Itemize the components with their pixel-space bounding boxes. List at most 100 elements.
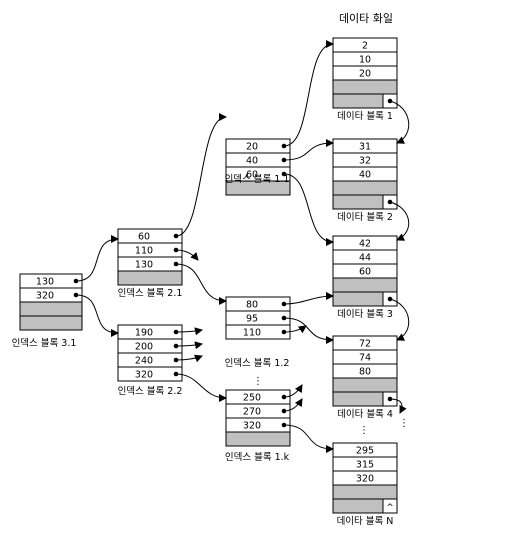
arrow-3.1-to-2.1: [75, 235, 119, 282]
index-key: 80: [246, 300, 258, 311]
chain-d1-to-d2: [389, 100, 410, 144]
pointer-stub: [175, 341, 203, 350]
index-block-label: 인덱스 블록 3.1: [12, 338, 77, 349]
data-block-label: 데이타 블록 3: [337, 309, 393, 320]
index-key: 95: [246, 314, 258, 325]
record-key: 295: [356, 446, 374, 457]
empty-record-cell: [332, 291, 384, 307]
data-block-label: 데이타 블록 1: [337, 111, 393, 122]
empty-record-cell: [332, 498, 384, 514]
pointer-stub: [283, 384, 303, 398]
index-block-b21: 60 110 130 인덱스 블록 2.1: [117, 228, 183, 299]
index-key: 40: [246, 156, 258, 167]
record-key: 80: [359, 367, 371, 378]
ellipsis-edge: ⋮: [399, 418, 409, 429]
arrow-1.2-to-d3: [283, 292, 334, 305]
data-block-dN: 295 315 320 ^ 데이타 블록 N: [332, 442, 398, 527]
empty-entry-cell: [225, 180, 291, 196]
empty-record-cell: [332, 194, 384, 210]
record-key: 31: [359, 142, 371, 153]
index-key: 110: [243, 328, 261, 339]
empty-entry-cell: [19, 315, 83, 331]
record-key: 315: [356, 460, 374, 471]
index-block-label: 인덱스 블록 2.2: [118, 386, 183, 397]
data-block-d4: 72 74 80 데이타 블록 4: [332, 335, 398, 420]
record-key: 44: [359, 253, 371, 264]
record-key: 40: [359, 170, 371, 181]
record-key: 320: [356, 474, 374, 485]
next-block-pointer-cell: [382, 498, 398, 514]
empty-record-cell: [332, 93, 384, 109]
index-key: 270: [243, 407, 261, 418]
empty-record-cell: [332, 180, 398, 196]
ellipsis-data: ⋮: [359, 425, 369, 436]
arrow-2.2-to-1.k: [175, 373, 227, 402]
arrow-1.k-to-dN: [283, 424, 334, 453]
index-key: 320: [135, 370, 153, 381]
record-key: 32: [359, 156, 371, 167]
arrow-2.1-to-1.2: [175, 263, 227, 305]
arrow-3.1-to-2.2: [75, 294, 119, 337]
record-key: 60: [359, 267, 371, 278]
data-block-label: 데이타 블록 2: [337, 212, 393, 223]
chain-d4-continuation: [389, 398, 407, 414]
index-block-b31: 130 320 인덱스 블록 3.1: [12, 273, 83, 349]
index-block-b1k: 250 270 320 인덱스 블록 1.k: [225, 389, 291, 463]
empty-entry-cell: [117, 270, 183, 286]
empty-record-cell: [332, 277, 398, 293]
pointer-stub: [175, 327, 203, 336]
pointer-stub: [175, 249, 199, 261]
index-key: 250: [243, 393, 261, 404]
empty-record-cell: [332, 484, 398, 500]
index-key: 320: [243, 421, 261, 432]
index-key: 320: [36, 291, 54, 302]
arrow-1.1-to-d2: [283, 139, 334, 161]
record-key: 20: [359, 69, 371, 80]
arrow-2.1-to-1.1: [175, 113, 227, 237]
chain-d3-to-d4: [389, 298, 410, 341]
index-block-b22: 190 200 240 320 인덱스 블록 2.2: [117, 324, 183, 397]
pointer-stub: [175, 354, 203, 363]
index-key: 20: [246, 142, 258, 153]
empty-entry-cell: [225, 431, 291, 447]
index-key: 110: [135, 246, 153, 257]
ellipsis-index-1: ⋮: [253, 376, 263, 387]
index-block-b12: 80 95 110 인덱스 블록 1.2: [225, 296, 291, 369]
index-key: 200: [135, 342, 153, 353]
data-file-title: 데이타 화일: [339, 11, 393, 25]
index-key: 130: [135, 260, 153, 271]
index-key: 60: [138, 232, 150, 243]
arrow-1.1-to-d3: [283, 173, 334, 246]
empty-record-cell: [332, 377, 398, 393]
empty-record-cell: [332, 79, 398, 95]
record-key: 42: [359, 239, 371, 250]
index-entry-cell: [117, 366, 183, 382]
index-block-label: 인덱스 블록 1.2: [225, 358, 290, 369]
record-key: 2: [362, 41, 368, 52]
arrow-1.2-to-d4: [283, 317, 334, 344]
pointer-stub: [283, 398, 303, 412]
index-block-label: 인덱스 블록 2.1: [118, 288, 183, 299]
index-block-label: 인덱스 블록 1.k: [225, 452, 290, 463]
data-block-d2: 31 32 40 데이타 블록 2: [332, 138, 398, 223]
arrow-1.1-to-d1: [283, 40, 334, 147]
data-block-d1: 2 10 20 데이타 블록 1: [332, 37, 398, 122]
record-key: 72: [359, 339, 371, 350]
null-pointer-symbol: ^: [386, 503, 394, 513]
data-block-label: 데이타 블록 4: [337, 409, 393, 420]
data-block-d3: 42 44 60 데이타 블록 3: [332, 235, 398, 320]
index-block-label: 인덱스 블록 1.1: [225, 174, 290, 185]
index-key: 60: [246, 170, 258, 181]
record-key: 10: [359, 55, 371, 66]
index-key: 130: [36, 277, 54, 288]
pointer-stub: [283, 325, 307, 334]
record-key: 74: [359, 353, 371, 364]
data-block-label: 데이타 블록 N: [337, 516, 394, 527]
empty-record-cell: [332, 391, 384, 407]
empty-entry-cell: [19, 301, 83, 317]
index-key: 190: [135, 328, 153, 339]
index-key: 240: [135, 356, 153, 367]
chain-d2-to-d3: [389, 201, 410, 241]
